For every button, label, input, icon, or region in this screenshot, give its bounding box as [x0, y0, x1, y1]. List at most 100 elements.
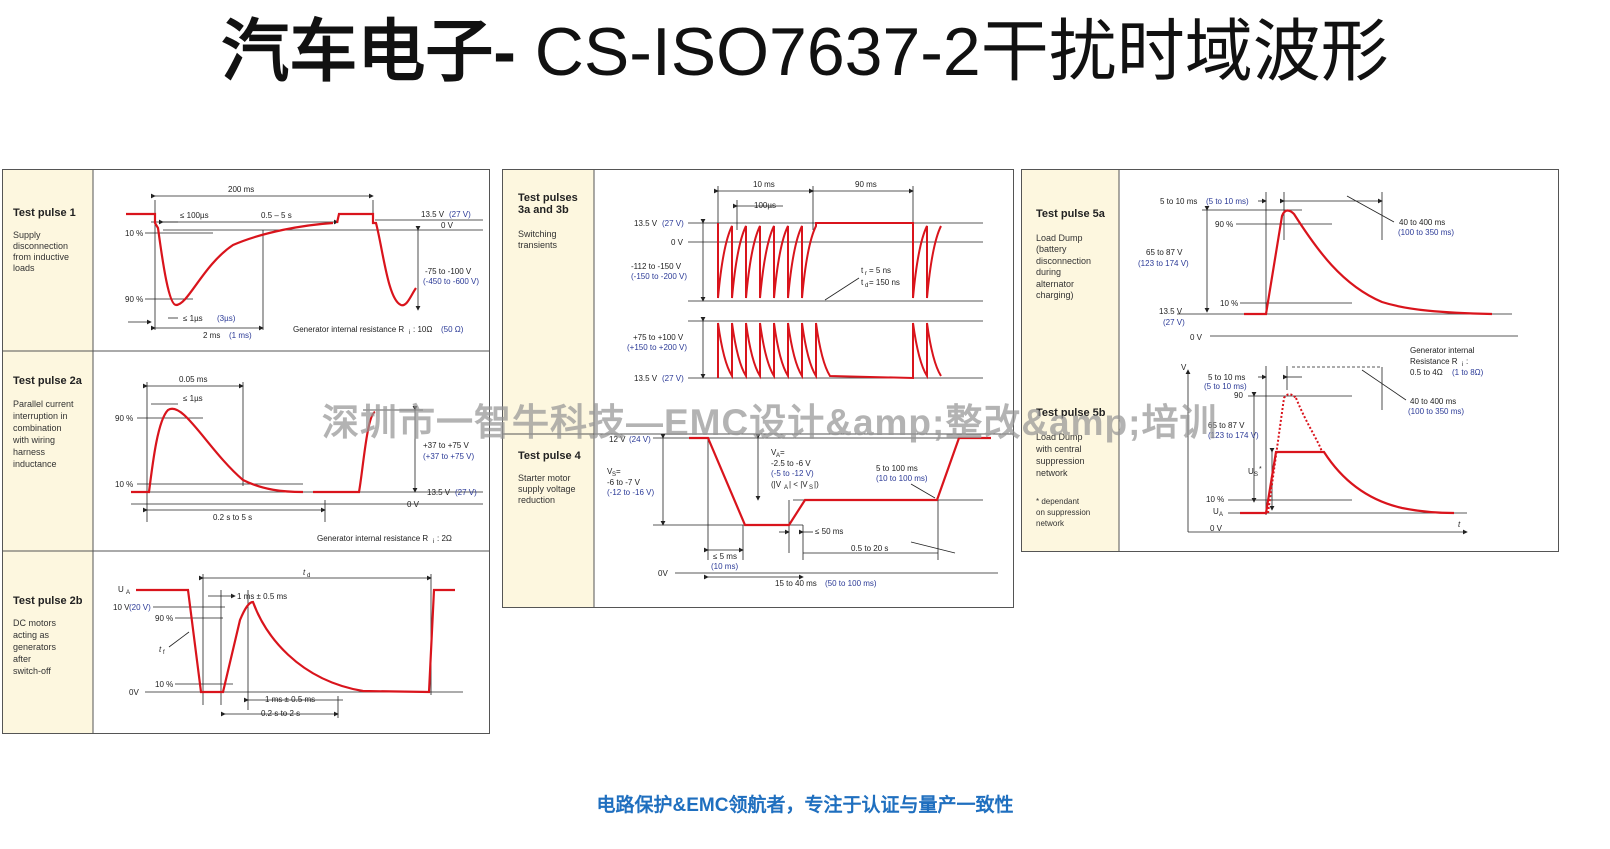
pulse5b-name: Test pulse 5b [1036, 407, 1106, 419]
watermark: 深圳市一智牛科技—EMC设计&amp;整改&amp;培训 [322, 402, 1218, 443]
pulse3-t10: 10 ms [753, 180, 775, 189]
pulse3-t100us: 100µs [754, 201, 776, 210]
pulse2a-vpk-b: (+37 to +75 V) [423, 452, 474, 461]
pulse4-desc-1: supply voltage [518, 484, 576, 494]
pulse5a-p10: 10 % [1220, 299, 1238, 308]
pulse5b-note-2: network [1036, 519, 1065, 528]
pulse2a-desc-4: harness [13, 447, 46, 457]
pulse2a-p10: 10 % [115, 480, 133, 489]
pulse4-va-rel3: |) [814, 480, 819, 489]
pulse3-desc-0: Switching [518, 229, 557, 239]
pulse1-v135: 13.5 V [421, 210, 445, 219]
pulse5a-v135: 13.5 V [1159, 307, 1183, 316]
pulse4-v12: 12 V [609, 435, 626, 444]
pulse5a-desc-2: disconnection [1036, 256, 1091, 266]
pulse4-wave [689, 436, 991, 527]
pulse4-v12b: (24 V) [629, 435, 651, 444]
pulse5b-t40b: (100 to 350 ms) [1408, 407, 1464, 416]
pulse1-vpk: -75 to -100 V [425, 267, 472, 276]
pulse5b-ua-sub: A [1219, 512, 1223, 518]
pulse1-t100us: ≤ 100µs [180, 211, 209, 220]
pulse1-t2ms: 2 ms [203, 331, 220, 340]
pulse2b-t02: 0.2 s to 2 s [261, 709, 300, 718]
pulse2a-name: Test pulse 2a [13, 375, 83, 387]
pulse2a-wave-2 [313, 410, 376, 494]
pulse5b-t510b: (5 to 10 ms) [1204, 382, 1247, 391]
pulse5a-ri3: : [1466, 357, 1468, 366]
pulse3-name-2: 3a and 3b [518, 204, 569, 216]
pulse3-td: t [861, 278, 864, 287]
pulse2b-p90: 90 % [155, 614, 173, 623]
pulse5a-ri4b: (1 to 8Ω) [1452, 368, 1484, 377]
pulse5b-us-star: * [1259, 466, 1262, 473]
pulse4-name: Test pulse 4 [518, 450, 582, 462]
pulse5b-desc-0: Load Dump [1036, 432, 1083, 442]
panel-left-diagram: Test pulse 1 Supply disconnection from i… [3, 170, 489, 733]
pulse2a-desc-5: inductance [13, 459, 57, 469]
pulse5a-vpk: 65 to 87 V [1146, 248, 1183, 257]
pulse4-t0520: 0.5 to 20 s [851, 544, 888, 553]
pulse1-p90: 90 % [125, 295, 143, 304]
pulse5b-vpk-b: (123 to 174 V) [1208, 431, 1259, 440]
pulse5b-p90: 90 [1234, 391, 1243, 400]
pulse4-t5: ≤ 5 ms [713, 552, 737, 561]
pulse5b-wave [1240, 450, 1455, 515]
pulse2a-t02: 0.2 s to 5 s [213, 513, 252, 522]
pulse4-vs-eq: = [616, 467, 621, 476]
pulse5a-ri2: Resistance R [1410, 357, 1458, 366]
page-title: 汽车电子- CS-ISO7637-2干扰时域波形 [0, 12, 1610, 92]
pulse3-tr-sub: r [865, 271, 867, 277]
pulse3-tr: t [861, 266, 864, 275]
pulse5b-desc-1: with central [1035, 444, 1082, 454]
pulse5b-desc-3: network [1036, 468, 1068, 478]
pulse2a-desc-0: Parallel current [13, 399, 74, 409]
pulse5b-vaxis: V [1181, 363, 1187, 372]
pulse4-va-val-b: (-5 to -12 V) [771, 469, 814, 478]
pulse4-vs-val-b: (-12 to -16 V) [607, 488, 654, 497]
pulse5b-note-1: on suppression [1036, 508, 1090, 517]
pulse2a-wave [131, 407, 304, 494]
pulse3a-wave [717, 222, 942, 299]
pulse2a-v135b: (27 V) [455, 488, 477, 497]
pulse1-name: Test pulse 1 [13, 207, 76, 219]
pulse1-ri-val: : 10Ω [413, 325, 432, 334]
pulse1-vpk-b: (-450 to -600 V) [423, 277, 479, 286]
pulse1-t1us: ≤ 1µs [183, 314, 203, 323]
title-rest: CS-ISO7637-2干扰时域波形 [515, 14, 1389, 90]
pulse2a-desc-3: with wiring [12, 435, 55, 445]
pulse5a-wave [1244, 209, 1493, 316]
pulse2b-ua-sub: A [126, 590, 130, 596]
pulse1-wave [126, 212, 334, 307]
pulse2a-ri-val: : 2Ω [437, 534, 452, 543]
pulse2a-t005: 0.05 ms [179, 375, 207, 384]
pulse4-t5100-b: (10 to 100 ms) [876, 474, 928, 483]
pulse3-vpos-b: (+150 to +200 V) [627, 343, 687, 352]
pulse2a-p90: 90 % [115, 414, 133, 423]
pulse1-ri-val-b: (50 Ω) [441, 325, 464, 334]
pulse1-t200: 200 ms [228, 185, 254, 194]
pulse5a-t510: 5 to 10 ms [1160, 197, 1197, 206]
pulse1-v0: 0 V [441, 221, 454, 230]
pulse5a-ri4: 0.5 to 4Ω [1410, 368, 1443, 377]
pulse5b-t510: 5 to 10 ms [1208, 373, 1245, 382]
pulse4-va: V [771, 448, 777, 457]
pulse1-desc-0: Supply [13, 230, 41, 240]
pulse4-va-sub: A [776, 453, 780, 459]
pulse5b-ua: U [1213, 507, 1219, 516]
pulse5b-unsuppressed-tail [1295, 397, 1323, 453]
pulse5a-desc-0: Load Dump [1036, 233, 1083, 243]
pulse4-desc-2: reduction [518, 495, 555, 505]
pulse5a-p90: 90 % [1215, 220, 1233, 229]
pulse4-va-eq: = [780, 448, 785, 457]
pulse2a-ri: Generator internal resistance R [317, 534, 428, 543]
pulse5a-v135b: (27 V) [1163, 318, 1185, 327]
pulse1-t1us-b: (3µs) [217, 314, 236, 323]
footer-slogan: 电路保护&EMC领航者，专注于认证与量产一致性 [596, 795, 1014, 816]
pulse2a-ri-sub: i [433, 539, 434, 545]
pulse5b-desc-2: suppression [1036, 456, 1085, 466]
pulse4-t50: ≤ 50 ms [815, 527, 843, 536]
pulse3-v0: 0 V [671, 238, 684, 247]
panel-right-diagram: Test pulse 5a Load Dump (battery disconn… [1022, 170, 1518, 551]
pulse3-t90: 90 ms [855, 180, 877, 189]
pulse2b-ua: U [118, 585, 124, 594]
